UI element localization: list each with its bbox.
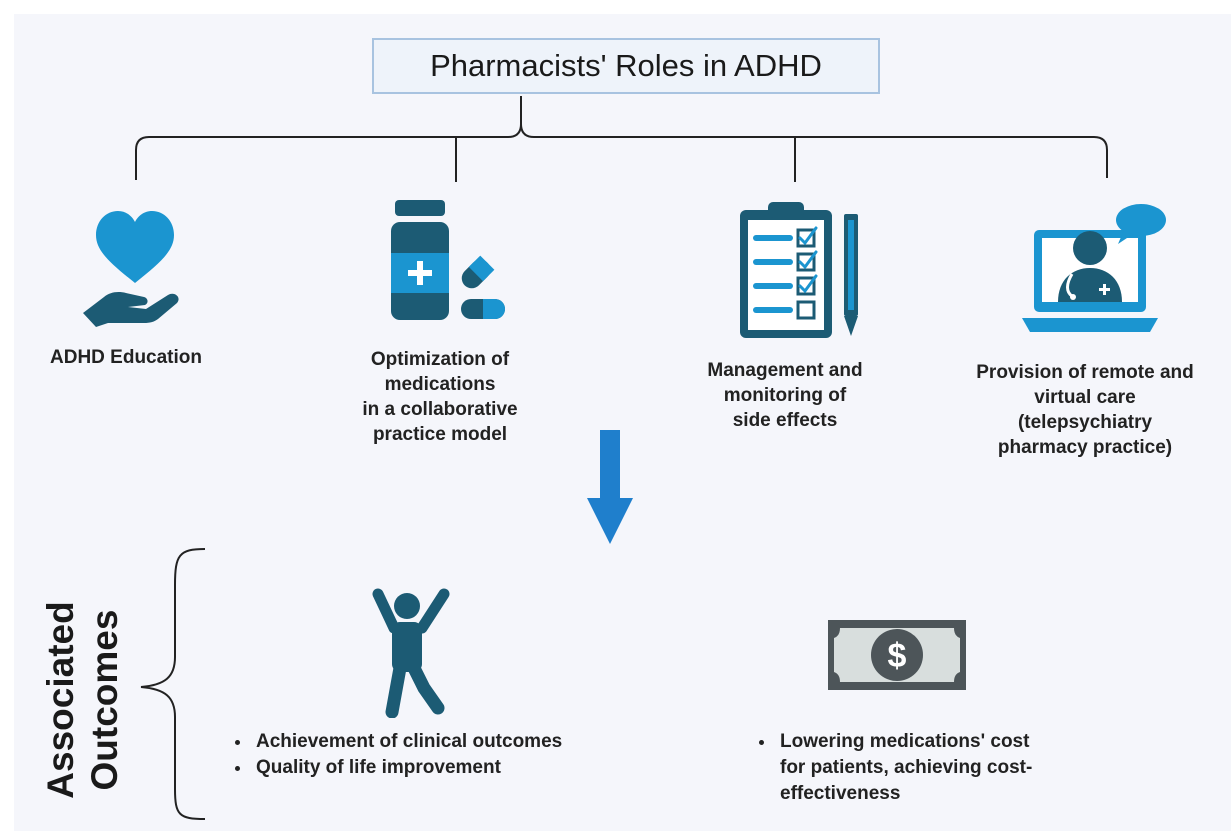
svg-text:$: $ [888,637,907,675]
list-item: Lowering medications' cost for patients,… [776,729,1032,807]
curly-brace [140,548,206,820]
clipboard-checklist-pencil-icon [740,202,858,338]
bullet-line: effectiveness [780,783,901,804]
bullet-line: for patients, achieving cost- [780,757,1033,778]
diagram-title: Pharmacists' Roles in ADHD [372,38,880,94]
connector-tree [135,96,1108,182]
laptop-doctor-telehealth-icon [1022,204,1166,332]
left-branch-connector [135,123,522,180]
trunk-connector [520,96,1108,178]
dollar-banknote-icon: $ [828,620,966,690]
list-item: Achievement of clinical outcomes [252,729,562,755]
role-label-medication-optimization: Optimization of medications in a collabo… [362,349,518,445]
diagram-canvas [14,14,1231,831]
role-label-remote-care: Provision of remote and virtual care (te… [976,362,1194,458]
medicine-bottle-pills-icon [391,200,505,320]
bullet-line: Lowering medications' cost [780,731,1030,752]
role-label-education: ADHD Education [50,347,202,368]
cost-outcomes-list: Lowering medications' cost for patients,… [754,729,1032,807]
heart-hand-icon [83,211,179,327]
person-celebrating-icon [372,588,450,718]
role-label-side-effects: Management and monitoring of side effect… [707,360,863,431]
clinical-outcomes-list: Achievement of clinical outcomes Quality… [230,729,562,781]
down-arrow-icon [587,430,633,544]
list-item: Quality of life improvement [252,755,562,781]
associated-outcomes-heading: Associated Outcomes [40,601,125,799]
